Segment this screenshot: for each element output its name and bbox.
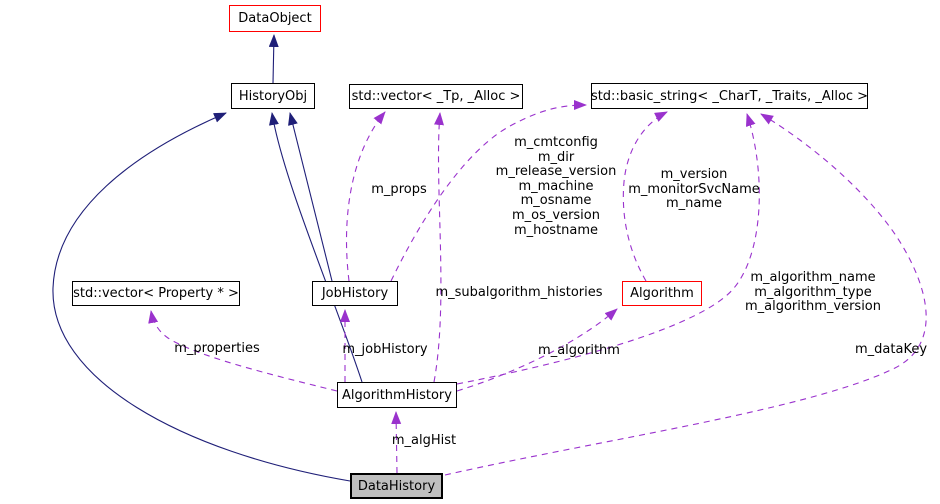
node-algorithm[interactable]: Algorithm xyxy=(622,281,702,306)
node-jobhistory[interactable]: JobHistory xyxy=(312,281,398,306)
edge-label-m-algorithm: m_algorithm xyxy=(538,343,620,358)
edge-jobhistory-to-historyobj xyxy=(288,112,333,282)
edge-label-m-props: m_props xyxy=(371,182,427,197)
edge-algorithmhistory-to-stdvector-subalg xyxy=(433,112,444,383)
edge-datahistory-to-historyobj xyxy=(52,112,351,482)
edge-label-jobhistory-strings: m_cmtconfig m_dir m_release_version m_ma… xyxy=(495,135,617,238)
node-historyobj[interactable]: HistoryObj xyxy=(231,83,315,109)
node-std-vector-tp-alloc[interactable]: std::vector< _Tp, _Alloc > xyxy=(349,84,523,109)
node-datahistory: DataHistory xyxy=(350,473,443,499)
node-std-basic-string[interactable]: std::basic_string< _CharT, _Traits, _All… xyxy=(591,83,868,109)
edge-algorithmhistory-to-basicstring-strings xyxy=(456,113,760,385)
edge-datahistory-to-basicstring-datakey xyxy=(444,113,927,476)
edge-historyobj-to-dataobject xyxy=(268,34,279,84)
node-std-vector-property[interactable]: std::vector< Property * > xyxy=(72,281,240,306)
edge-jobhistory-to-stdvector-m-props xyxy=(345,111,386,282)
edge-label-m-subalgorithm-histories: m_subalgorithm_histories xyxy=(435,285,603,300)
edge-label-algorithm-strings: m_version m_monitorSvcName m_name xyxy=(628,167,760,212)
edge-algorithmhistory-to-historyobj xyxy=(269,112,363,383)
node-algorithmhistory[interactable]: AlgorithmHistory xyxy=(337,382,457,408)
edge-label-m-alghist: m_algHist xyxy=(391,433,457,448)
edge-algorithmhistory-to-algorithm xyxy=(456,308,618,392)
edge-jobhistory-to-basicstring-strings xyxy=(390,100,587,282)
edge-label-algorithmhistory-strings: m_algorithm_name m_algorithm_type m_algo… xyxy=(744,270,882,315)
node-dataobject[interactable]: DataObject xyxy=(229,5,321,32)
edge-label-m-properties: m_properties xyxy=(174,341,260,356)
edge-label-m-datakey: m_dataKey xyxy=(854,342,928,357)
edge-label-m-jobhistory: m_jobHistory xyxy=(342,342,428,357)
edge-algorithm-to-basicstring-strings xyxy=(622,111,668,282)
